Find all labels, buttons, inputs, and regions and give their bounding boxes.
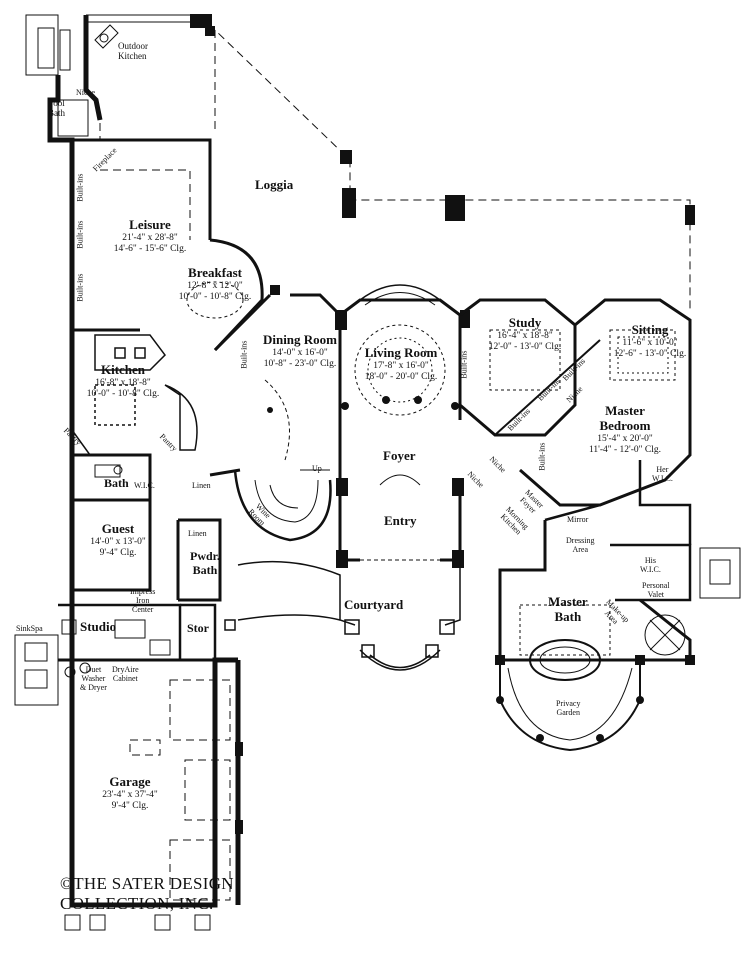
leisure-label: Leisure 21'-4" x 28'-8" 14'-6" - 15'-6" … bbox=[113, 217, 187, 254]
copyright-text: ©THE SATER DESIGN COLLECTION, INC. bbox=[60, 874, 234, 913]
stor-label: Stor bbox=[187, 621, 209, 635]
kitchen-label: Kitchen 16'-8" x 18'-8" 10'-0" - 10'-8" … bbox=[86, 362, 160, 399]
up-label: Up bbox=[312, 464, 322, 473]
builtins-label-master: Built-ins bbox=[537, 442, 547, 471]
entry-label: Entry bbox=[384, 513, 417, 528]
personal-valet-label: Personal Valet bbox=[642, 581, 670, 600]
dining-label: Dining Room 14'-0" x 16'-0" 10'-8" - 23'… bbox=[262, 332, 338, 369]
loggia-label: Loggia bbox=[255, 177, 294, 192]
bathtub bbox=[529, 639, 601, 681]
pool-bath-label: Pool Bath bbox=[48, 98, 65, 119]
master-bath-walls bbox=[498, 520, 692, 662]
courtyard-piers bbox=[224, 619, 455, 658]
duet-washer-label: Duet Washer & Dryer bbox=[80, 665, 107, 693]
linen-label-1: Linen bbox=[192, 481, 211, 490]
builtins-label-dining: Built-ins bbox=[239, 340, 249, 369]
wic-label: W.I.C. bbox=[134, 481, 155, 490]
breakfast-table bbox=[186, 281, 244, 319]
his-wic-label: His W.I.C. bbox=[640, 556, 661, 575]
outdoor-kitchen-label: Outdoor Kitchen bbox=[118, 41, 148, 62]
her-wic-label: Her W.I.C. bbox=[652, 465, 673, 484]
courtyard-walls bbox=[237, 560, 461, 671]
impress-iron-label: Impress Iron Center bbox=[130, 587, 156, 615]
living-bay bbox=[359, 284, 441, 301]
studio-label: Studio bbox=[80, 619, 117, 634]
left-porch bbox=[14, 634, 59, 706]
master-bedroom-label: Master Bedroom 15'-4" x 20'-0" 11'-4" - … bbox=[588, 403, 662, 455]
breakfast-bay bbox=[209, 238, 264, 352]
outdoor-kitchen-area bbox=[25, 14, 201, 137]
living-walls bbox=[338, 298, 462, 485]
guest-walls bbox=[72, 453, 222, 602]
mirror-label: Mirror bbox=[567, 515, 589, 524]
garage-front bbox=[64, 914, 211, 931]
spiral-stair bbox=[233, 469, 332, 542]
bath-label: Bath bbox=[104, 476, 129, 490]
leisure-walls bbox=[72, 138, 212, 332]
privacy-garden-label: Privacy Garden bbox=[556, 699, 581, 718]
builtins-label-1: Built-ins bbox=[75, 173, 85, 202]
linen-label-2: Linen bbox=[188, 529, 207, 538]
dressing-area-label: Dressing Area bbox=[566, 536, 595, 555]
garage-interior bbox=[129, 679, 231, 901]
breakfast-label: Breakfast 12'-8" x 12'-0" 10'-0" - 10'-8… bbox=[178, 265, 252, 302]
foyer-label: Foyer bbox=[383, 448, 416, 463]
builtins-label-living: Built-ins bbox=[459, 350, 469, 379]
guest-label: Guest 14'-0" x 13'-0" 9'-4" Clg. bbox=[90, 521, 146, 558]
study-label: Study 16'-4" x 18'-8" 12'-0" - 13'-0" Cl… bbox=[488, 315, 562, 352]
niche-label-top: Niche bbox=[76, 88, 96, 97]
courtyard-label: Courtyard bbox=[344, 597, 404, 612]
builtins-label-2: Built-ins bbox=[75, 220, 85, 249]
garage-label: Garage 23'-4" x 37'-4" 9'-4" Clg. bbox=[102, 774, 158, 811]
dryaire-label: DryAire Cabinet bbox=[112, 665, 139, 684]
sitting-label: Sitting 11'-6" x 10'-0" 12'-6" - 13'-0" … bbox=[613, 322, 687, 359]
dining-curve bbox=[264, 379, 290, 461]
loggia-columns bbox=[190, 14, 695, 330]
builtins-label-3: Built-ins bbox=[75, 273, 85, 302]
dressing-walls bbox=[544, 460, 692, 602]
master-walls bbox=[519, 298, 692, 507]
living-label: Living Room 17'-8" x 16'-0" 18'-0" - 20'… bbox=[364, 345, 438, 382]
study-walls bbox=[459, 298, 577, 437]
studio-walls bbox=[58, 603, 217, 660]
privacy-garden-wall bbox=[499, 660, 641, 752]
living-rug bbox=[354, 324, 446, 416]
master-bath-label: Master Bath bbox=[548, 594, 588, 624]
sinkspa-label: SinkSpa bbox=[16, 624, 43, 633]
pwdr-bath-label: Pwdr. Bath bbox=[190, 549, 220, 577]
